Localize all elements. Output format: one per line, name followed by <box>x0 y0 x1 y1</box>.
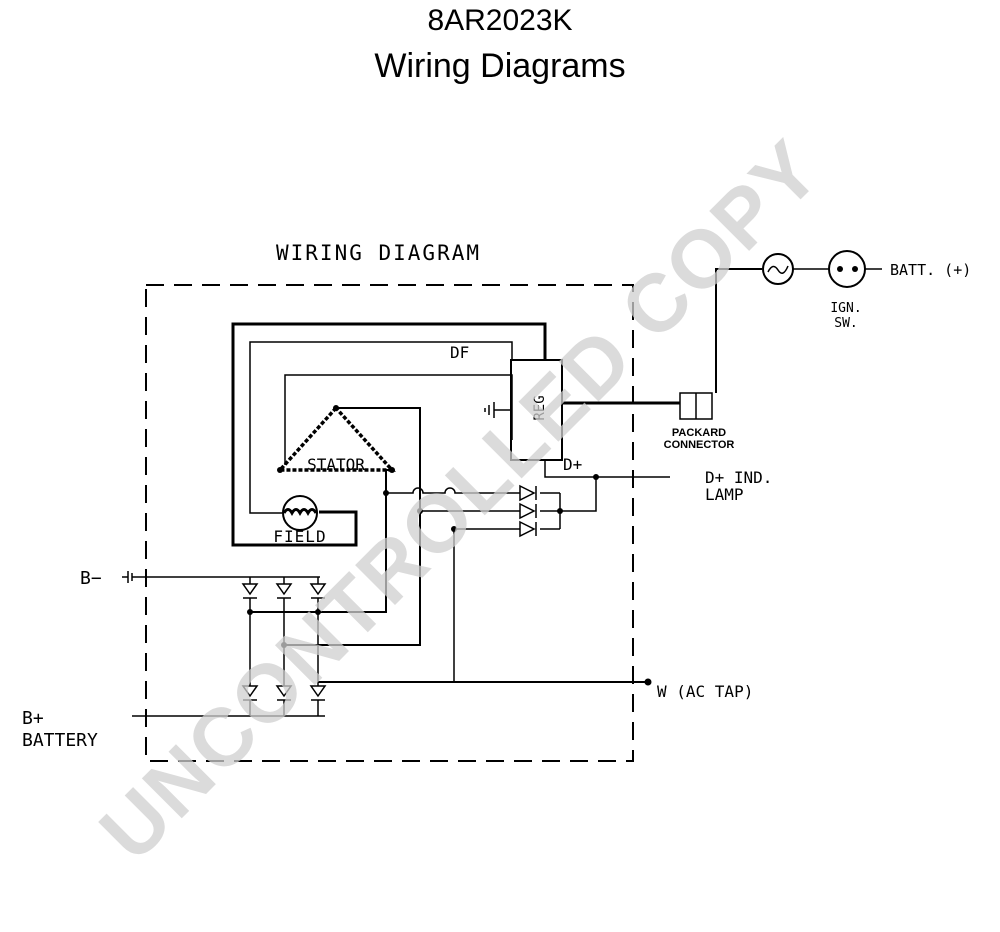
b-minus-ground-symbol <box>122 571 133 583</box>
battery-label: BATTERY <box>22 730 98 751</box>
stator-winding <box>276 405 396 472</box>
w-ac-tap-label: W (AC TAP) <box>657 682 753 701</box>
packard-label-line2: CONNECTOR <box>664 439 735 451</box>
part-number-title: 8AR2023K <box>427 4 572 37</box>
connector-to-lamp-wire <box>715 268 762 393</box>
w-ac-tap-terminal <box>644 678 652 686</box>
trio-node-2 <box>417 508 423 514</box>
stator-label: STATOR <box>307 455 365 474</box>
field-coil-winding <box>282 508 318 517</box>
stator-lead-a <box>284 407 421 646</box>
b-minus-label: B− <box>80 568 102 589</box>
ign-label: IGN. <box>830 301 861 316</box>
d-plus-label: D+ <box>563 455 582 474</box>
trio-diode-2 <box>519 502 537 520</box>
indicator-lamp-filament <box>767 265 789 274</box>
trio-feed-1 <box>386 487 520 494</box>
ignition-contact-2 <box>852 266 858 272</box>
diode-trio-bus <box>540 477 597 530</box>
regulator-label: REG <box>532 395 548 420</box>
ignition-contact-1 <box>837 266 843 272</box>
field-loop-wire <box>231 322 547 547</box>
d-plus-ind-label: D+ IND. <box>705 468 772 487</box>
field-label: FIELD <box>273 527 326 546</box>
d-plus-wire <box>544 460 670 478</box>
df-wire <box>249 341 513 514</box>
batt-plus-label: BATT. (+) <box>890 261 971 279</box>
field-coil-symbol <box>282 495 318 531</box>
diagram-heading: WIRING DIAGRAM <box>276 241 481 265</box>
diode-trio-junction <box>557 508 563 514</box>
lamp-label: LAMP <box>705 485 744 504</box>
packard-label-line1: PACKARD <box>672 427 726 439</box>
stator-node-left <box>277 467 283 473</box>
df-label: DF <box>450 343 469 362</box>
regulator-ground-symbol <box>484 402 511 418</box>
pos-diode-bank <box>241 612 327 716</box>
neg-node-3 <box>315 609 321 615</box>
trio-diode-3 <box>519 520 537 538</box>
page-subtitle: Wiring Diagrams <box>374 47 625 85</box>
alternator-housing-outline <box>145 284 634 762</box>
b-plus-label: B+ <box>22 708 44 729</box>
trio-diode-1 <box>519 484 537 502</box>
neg-diode-bank <box>241 577 327 682</box>
sw-label: SW. <box>834 316 857 331</box>
ignition-switch-symbol <box>828 250 866 288</box>
